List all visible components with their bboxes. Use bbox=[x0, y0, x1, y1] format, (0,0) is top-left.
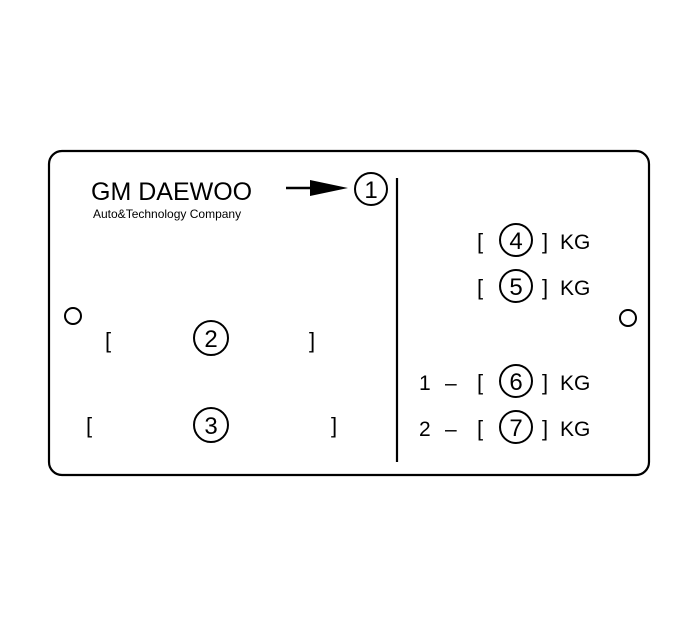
field-3-open-bracket: [ bbox=[86, 413, 92, 438]
left-mounting-hole bbox=[64, 307, 82, 325]
field-5-open-bracket: [ bbox=[477, 275, 483, 300]
field-5-close-bracket: ] bbox=[542, 275, 548, 300]
callout-arrow-head bbox=[310, 180, 348, 196]
field-7-open-bracket: [ bbox=[477, 416, 483, 441]
callout-7: 7 bbox=[499, 410, 533, 444]
field-4-unit: KG bbox=[560, 231, 590, 254]
field-6-unit: KG bbox=[560, 372, 590, 395]
field-6-open-bracket: [ bbox=[477, 370, 483, 395]
callout-5: 5 bbox=[499, 269, 533, 303]
field-4-open-bracket: [ bbox=[477, 229, 483, 254]
field-4-close-bracket: ] bbox=[542, 229, 548, 254]
callout-6-label: 6 bbox=[509, 369, 522, 396]
callout-2-label: 2 bbox=[204, 326, 217, 353]
callout-4-label: 4 bbox=[509, 228, 522, 255]
brand-name: GM DAEWOO bbox=[91, 178, 252, 206]
callout-5-label: 5 bbox=[509, 274, 522, 301]
field-2-close-bracket: ] bbox=[309, 328, 315, 353]
axle-2-dash: – bbox=[445, 418, 457, 441]
axle-2-number: 2 bbox=[419, 418, 431, 441]
brand-tagline: Auto&Technology Company bbox=[93, 207, 241, 221]
right-mounting-hole bbox=[619, 309, 637, 327]
field-7-unit: KG bbox=[560, 418, 590, 441]
field-2-open-bracket: [ bbox=[105, 328, 111, 353]
callout-2: 2 bbox=[193, 320, 229, 356]
callout-3: 3 bbox=[193, 407, 229, 443]
plate-outline bbox=[47, 149, 651, 477]
callout-6: 6 bbox=[499, 364, 533, 398]
axle-1-number: 1 bbox=[419, 372, 431, 395]
axle-1-dash: – bbox=[445, 372, 457, 395]
callout-3-label: 3 bbox=[204, 413, 217, 440]
field-6-close-bracket: ] bbox=[542, 370, 548, 395]
callout-4: 4 bbox=[499, 223, 533, 257]
callout-1: 1 bbox=[354, 172, 388, 206]
field-7-close-bracket: ] bbox=[542, 416, 548, 441]
field-3-close-bracket: ] bbox=[331, 413, 337, 438]
callout-1-label: 1 bbox=[364, 177, 377, 204]
field-5-unit: KG bbox=[560, 277, 590, 300]
callout-7-label: 7 bbox=[509, 415, 522, 442]
